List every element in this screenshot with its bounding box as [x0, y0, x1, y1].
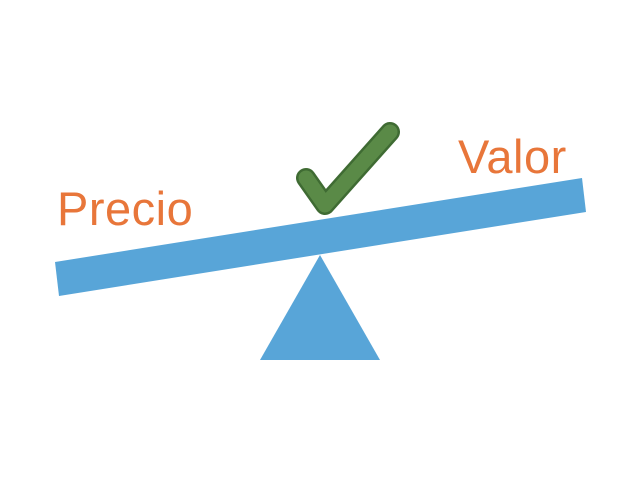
checkmark-fill — [298, 124, 398, 213]
label-precio: Precio — [57, 182, 193, 235]
fulcrum-triangle — [260, 255, 380, 360]
checkmark-icon — [296, 122, 400, 215]
label-valor: Valor — [458, 130, 567, 183]
balance-beam — [55, 178, 586, 296]
